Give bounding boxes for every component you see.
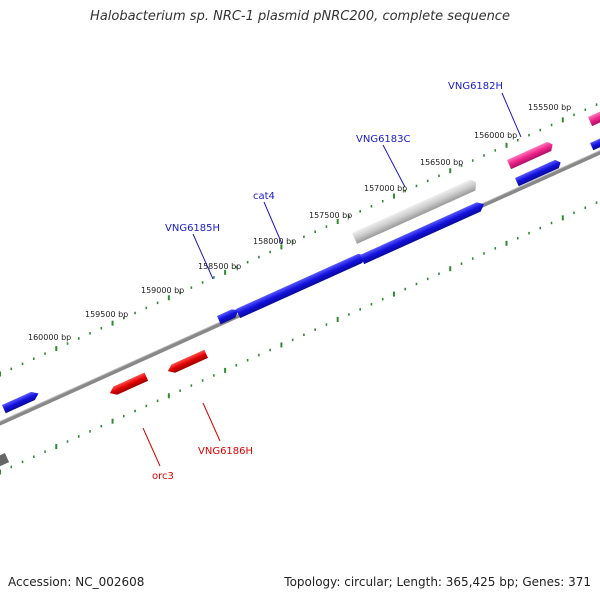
gene-arrow-blue-right[interactable]: [515, 158, 562, 187]
gene-arrow-cat4[interactable]: [236, 251, 368, 319]
gene-label-vng6182h[interactable]: VNG6182H: [448, 81, 503, 92]
gene-label-orc3[interactable]: orc3: [152, 471, 174, 482]
gene-label-vng6185h[interactable]: VNG6185H: [165, 223, 220, 234]
gene-label-cat4[interactable]: cat4: [253, 191, 275, 202]
scale-label: 155500 bp: [528, 103, 571, 112]
accession-text: Accession: NC_002608: [8, 575, 145, 589]
leader-line-vng6183c: [382, 144, 406, 188]
scale-label: 160000 bp: [28, 333, 71, 342]
gene-arrow-orc3[interactable]: [108, 372, 149, 398]
gene-arrow-pink-edge[interactable]: [588, 108, 600, 127]
scale-label: 156500 bp: [420, 158, 463, 167]
scale-label: 159500 bp: [85, 310, 128, 319]
gene-arrow-vng6185h[interactable]: [217, 307, 241, 325]
scale-label: 158000 bp: [253, 237, 296, 246]
scale-label: 157500 bp: [309, 211, 352, 220]
scale-label: 157000 bp: [364, 184, 407, 193]
gene-arrow-blue-edge[interactable]: [590, 134, 600, 151]
leader-line-orc3: [142, 427, 161, 467]
scale-ticks-lower: [0, 201, 598, 475]
gene-arrow-vng6182h[interactable]: [507, 140, 555, 170]
leader-line-vng6185h: [192, 233, 214, 280]
leader-line-vng6186h: [202, 402, 221, 442]
gene-arrow-vng6183c[interactable]: [360, 200, 486, 265]
scale-ticks-upper: [0, 103, 598, 377]
gene-arrow-gray[interactable]: [352, 178, 479, 244]
leader-line-vng6182h: [501, 92, 522, 138]
map-title: Halobacterium sp. NRC-1 plasmid pNRC200,…: [90, 9, 510, 24]
scale-label: 158500 bp: [198, 262, 241, 271]
topology-summary: Topology: circular; Length: 365,425 bp; …: [284, 575, 591, 589]
leader-line-cat4: [263, 201, 283, 245]
gene-arrow-blue-left[interactable]: [2, 389, 40, 414]
gene-label-vng6186h[interactable]: VNG6186H: [198, 446, 253, 457]
scale-label: 156000 bp: [474, 131, 517, 140]
gene-label-vng6183c[interactable]: VNG6183C: [356, 134, 411, 145]
gene-arrow-vng6186h[interactable]: [166, 349, 208, 375]
gene-arrow-gray-left[interactable]: [0, 453, 10, 468]
scale-label: 159000 bp: [141, 286, 184, 295]
